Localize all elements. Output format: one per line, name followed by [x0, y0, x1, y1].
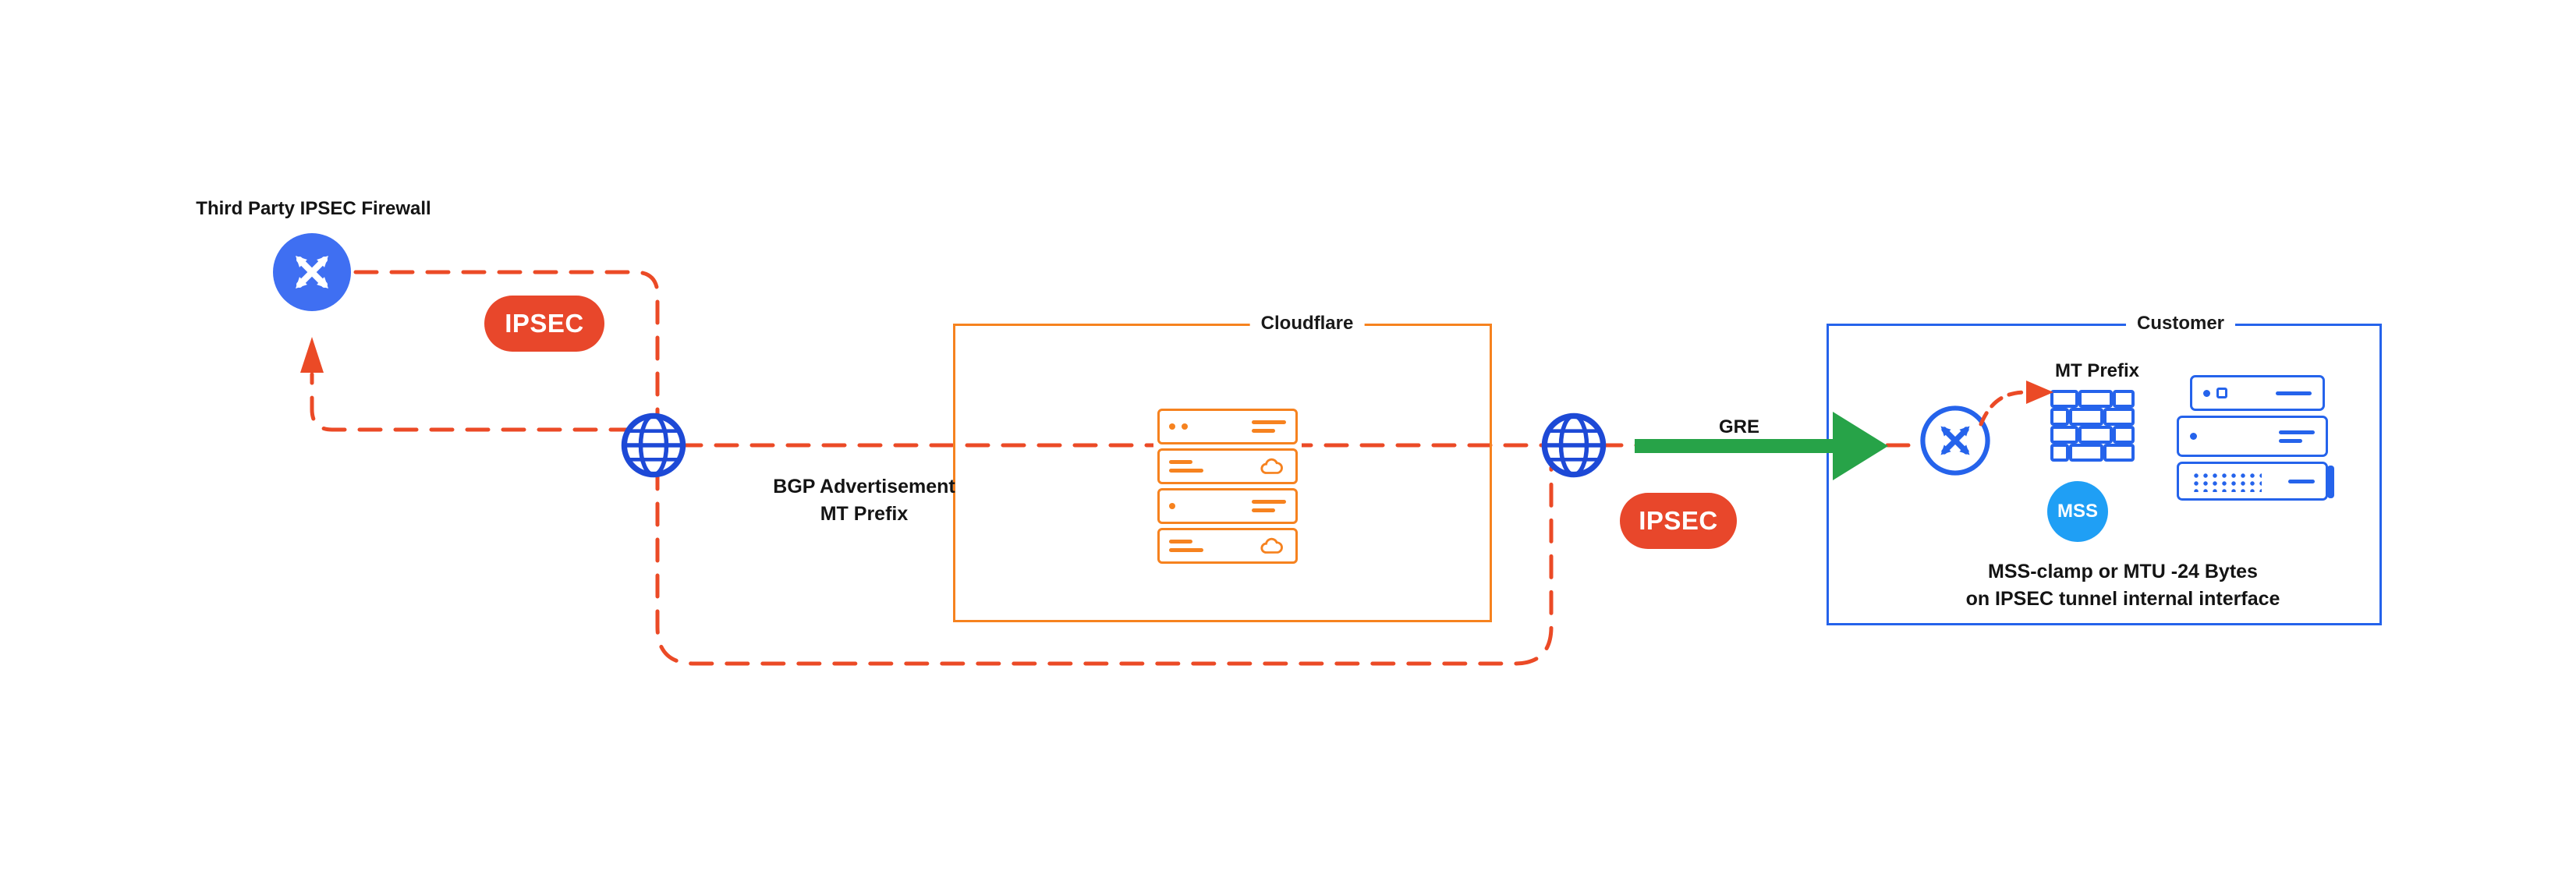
customer-zone-label: Customer: [2125, 313, 2236, 335]
server-row: [1157, 409, 1298, 444]
tunnel-path-firewall-to-globe: [353, 270, 660, 427]
customer-zone-box: Customer: [1827, 313, 2382, 625]
cloud-icon: [1260, 458, 1283, 474]
cloud-icon: [1260, 537, 1283, 554]
cloudflare-zone-box: Cloudflare: [953, 313, 1492, 622]
mss-clamp-note: MSS-clamp or MTU -24 Bytes on IPSEC tunn…: [1966, 558, 2280, 613]
server-vents: [2190, 470, 2262, 492]
customer-server-row: [2190, 375, 2325, 411]
server-row: [1157, 448, 1298, 484]
server-row: [1157, 488, 1298, 524]
customer-router-icon: [1920, 405, 1990, 476]
mss-badge: MSS: [2047, 481, 2108, 542]
customer-server-row: [2177, 462, 2328, 501]
bgp-advertisement-line1: BGP Advertisement: [773, 476, 955, 497]
tunnel-path-router-to-firewall: [1979, 390, 2029, 427]
gre-label: GRE: [1718, 416, 1760, 437]
mss-clamp-note-line1: MSS-clamp or MTU -24 Bytes: [1988, 561, 2258, 582]
mt-prefix-arrowhead: [2026, 381, 2053, 404]
up-arrowhead: [300, 337, 324, 373]
server-handle: [2327, 466, 2334, 498]
third-party-router-icon: [273, 233, 351, 311]
ipsec-badge-right: IPSEC: [1620, 493, 1737, 549]
cloudflare-zone-label: Cloudflare: [1249, 313, 1365, 335]
gre-tunnel-arrowhead: [1833, 412, 1888, 480]
customer-server-row: [2177, 416, 2328, 457]
ipsec-badge-left: IPSEC: [484, 296, 604, 352]
bgp-advertisement-label: BGP Advertisement MT Prefix: [773, 473, 955, 528]
tunnel-path-globe-to-firewall-arrow: [310, 372, 634, 432]
server-row: [1157, 528, 1298, 564]
mss-clamp-note-line2: on IPSEC tunnel internal interface: [1965, 588, 2280, 610]
tunnel-path-bottom-loop: [655, 466, 1554, 666]
internet-globe-right-icon: [1541, 412, 1607, 478]
cloudflare-server-stack-icon: [1153, 405, 1302, 568]
internet-globe-left-icon: [621, 412, 686, 478]
bgp-advertisement-line2: MT Prefix: [820, 503, 909, 525]
mss-badge-label: MSS: [2057, 501, 2098, 522]
mt-prefix-label: MT Prefix: [2054, 360, 2140, 381]
ipsec-badge-right-label: IPSEC: [1639, 506, 1718, 535]
ipsec-badge-left-label: IPSEC: [505, 309, 584, 338]
firewall-icon: [2050, 390, 2135, 462]
third-party-firewall-label: Third Party IPSEC Firewall: [196, 198, 431, 219]
